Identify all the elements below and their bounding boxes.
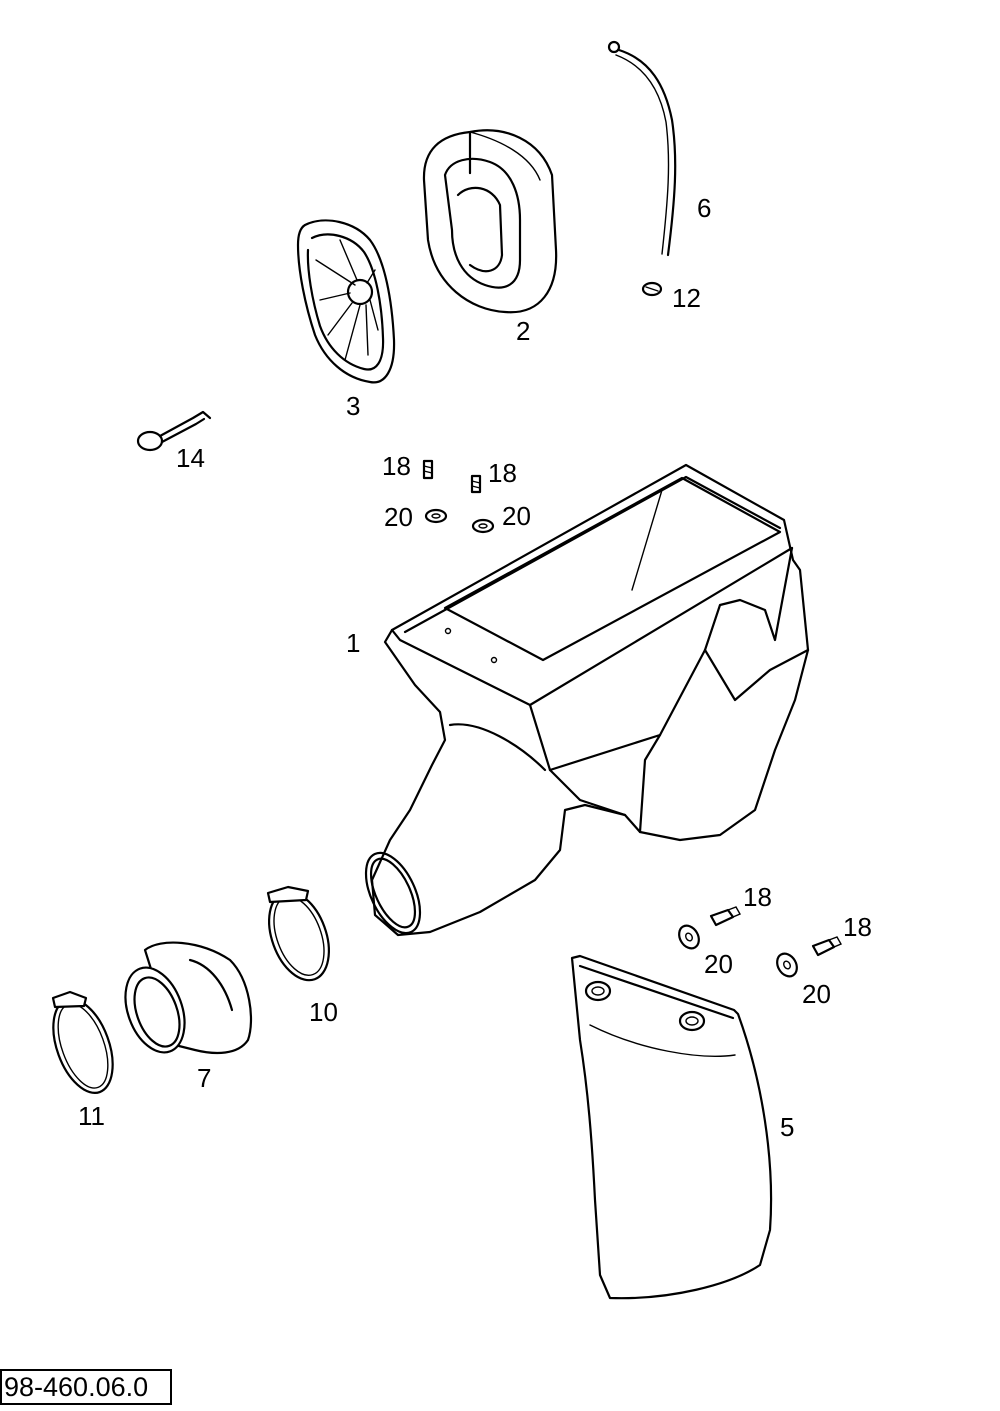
flap-right-screw-part[interactable]	[811, 936, 842, 957]
top-left-screw-part[interactable]	[422, 459, 434, 480]
callout-screw-flap-right: 18	[843, 912, 872, 942]
callout-clamp-small: 11	[78, 1101, 105, 1131]
breather-hose-part[interactable]	[607, 40, 677, 257]
callout-intake-boot: 7	[197, 1063, 212, 1093]
callout-washer-flap-left: 20	[704, 949, 733, 979]
filter-pin-part[interactable]	[136, 410, 212, 452]
callout-washer-flap-right: 20	[802, 979, 831, 1009]
callout-screw-top-left: 18	[382, 451, 411, 481]
callout-breather-hose: 6	[697, 193, 712, 223]
large-clamp-part[interactable]	[258, 884, 340, 989]
callout-washer-top-right: 20	[502, 501, 531, 531]
small-clamp-part[interactable]	[42, 990, 124, 1101]
callout-hose-clip: 12	[672, 283, 701, 313]
top-right-washer-part[interactable]	[471, 518, 495, 534]
air-filter-part[interactable]	[422, 129, 558, 314]
callout-screw-flap-left: 18	[743, 882, 772, 912]
callout-washer-top-left: 20	[384, 502, 413, 532]
hose-clip-part[interactable]	[641, 281, 663, 297]
airbox-part[interactable]	[355, 463, 810, 941]
callout-clamp-large: 10	[309, 997, 338, 1027]
callout-airbox: 1	[346, 628, 361, 658]
flap-right-washer-part[interactable]	[773, 950, 801, 980]
top-left-washer-part[interactable]	[424, 508, 448, 524]
intake-boot-part[interactable]	[115, 941, 253, 1061]
callout-mud-flap: 5	[780, 1112, 795, 1142]
top-right-screw-part[interactable]	[470, 474, 482, 494]
flap-left-washer-part[interactable]	[675, 922, 703, 952]
callout-filter-cage: 3	[346, 391, 361, 421]
callout-filter: 2	[516, 316, 531, 346]
mud-flap-part[interactable]	[570, 954, 773, 1300]
callout-filter-pin: 14	[176, 443, 205, 473]
callout-screw-top-right: 18	[488, 458, 517, 488]
diagram-reference-number: 98-460.06.0	[0, 1369, 172, 1405]
filter-cage-part[interactable]	[296, 219, 396, 384]
flap-left-screw-part[interactable]	[709, 906, 741, 927]
